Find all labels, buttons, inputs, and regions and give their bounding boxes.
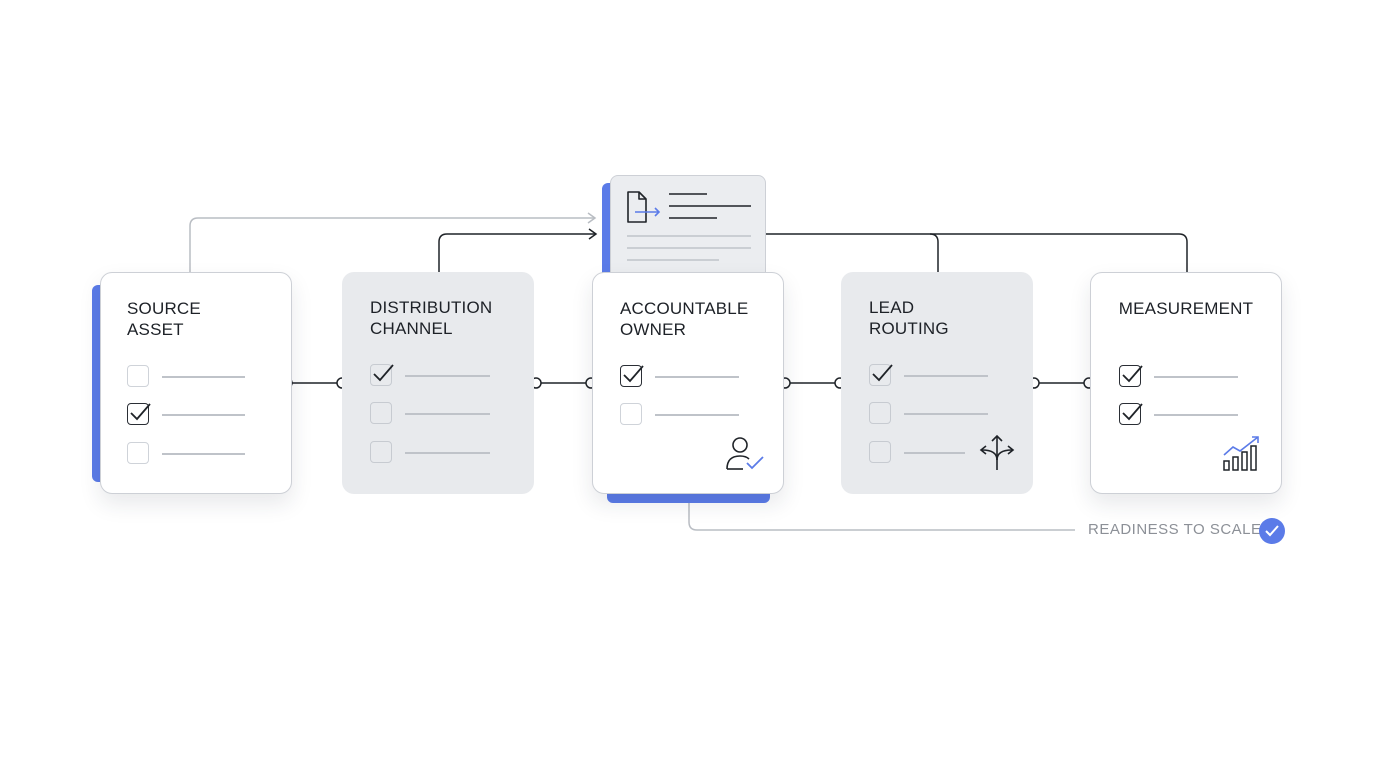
checkbox-unchecked[interactable]: [127, 442, 149, 464]
check-icon: [623, 365, 644, 383]
checkbox-unchecked[interactable]: [869, 441, 891, 463]
stage-card-lead-routing: LEAD ROUTING: [841, 272, 1033, 494]
check-icon: [373, 364, 394, 382]
checkbox-checked[interactable]: [620, 365, 644, 387]
stage-title: LEAD ROUTING: [869, 298, 949, 338]
stage-card-distribution-channel: DISTRIBUTION CHANNEL: [342, 272, 534, 494]
item-line: [655, 376, 739, 378]
checkbox-unchecked[interactable]: [620, 403, 642, 425]
document-to-measurement-line: [930, 233, 1188, 272]
item-line: [904, 375, 988, 377]
check-circle-icon: [1259, 518, 1285, 544]
item-line: [162, 453, 245, 455]
item-line: [904, 413, 988, 415]
item-line: [162, 376, 245, 378]
item-line: [1154, 376, 1238, 378]
check-icon: [130, 403, 151, 421]
stage-title: DISTRIBUTION CHANNEL: [370, 298, 493, 338]
document-to-routing-line: [766, 233, 939, 272]
checkbox-unchecked[interactable]: [869, 402, 891, 424]
document-text-lines: [669, 193, 751, 219]
stage-title: MEASUREMENT: [1118, 299, 1254, 318]
stage-title: ACCOUNTABLE OWNER: [620, 299, 749, 339]
stage-card-accountable-owner: ACCOUNTABLE OWNER: [592, 272, 784, 494]
checkbox-checked[interactable]: [127, 403, 151, 425]
readiness-line: [688, 503, 1075, 531]
item-line: [904, 452, 965, 454]
distribution-to-document-arrow: [438, 233, 596, 272]
item-line: [1154, 414, 1238, 416]
item-line: [405, 452, 490, 454]
check-icon: [1122, 365, 1143, 383]
check-icon: [1122, 403, 1143, 421]
document-export-icon: [627, 191, 661, 223]
checkbox-checked[interactable]: [1119, 403, 1143, 425]
checkbox-checked[interactable]: [869, 364, 893, 386]
check-icon: [872, 364, 893, 382]
document-card: [610, 175, 766, 275]
stage-card-source-asset: SOURCE ASSET: [100, 272, 292, 494]
checkbox-unchecked[interactable]: [127, 365, 149, 387]
bar-chart-trend-icon: [1223, 436, 1259, 471]
item-line: [162, 414, 245, 416]
stage-title: SOURCE ASSET: [127, 299, 201, 339]
item-line: [655, 414, 739, 416]
item-line: [405, 375, 490, 377]
checkbox-checked[interactable]: [370, 364, 394, 386]
split-arrows-icon: [979, 434, 1015, 470]
checkbox-checked[interactable]: [1119, 365, 1143, 387]
source-to-document-arrow: [189, 217, 594, 272]
readiness-label: READINESS TO SCALE: [1088, 521, 1262, 538]
item-line: [405, 413, 490, 415]
checkbox-unchecked[interactable]: [370, 402, 392, 424]
user-check-icon: [726, 437, 764, 470]
document-body-lines: [627, 235, 751, 261]
checkbox-unchecked[interactable]: [370, 441, 392, 463]
stage-card-measurement: MEASUREMENT: [1090, 272, 1282, 494]
